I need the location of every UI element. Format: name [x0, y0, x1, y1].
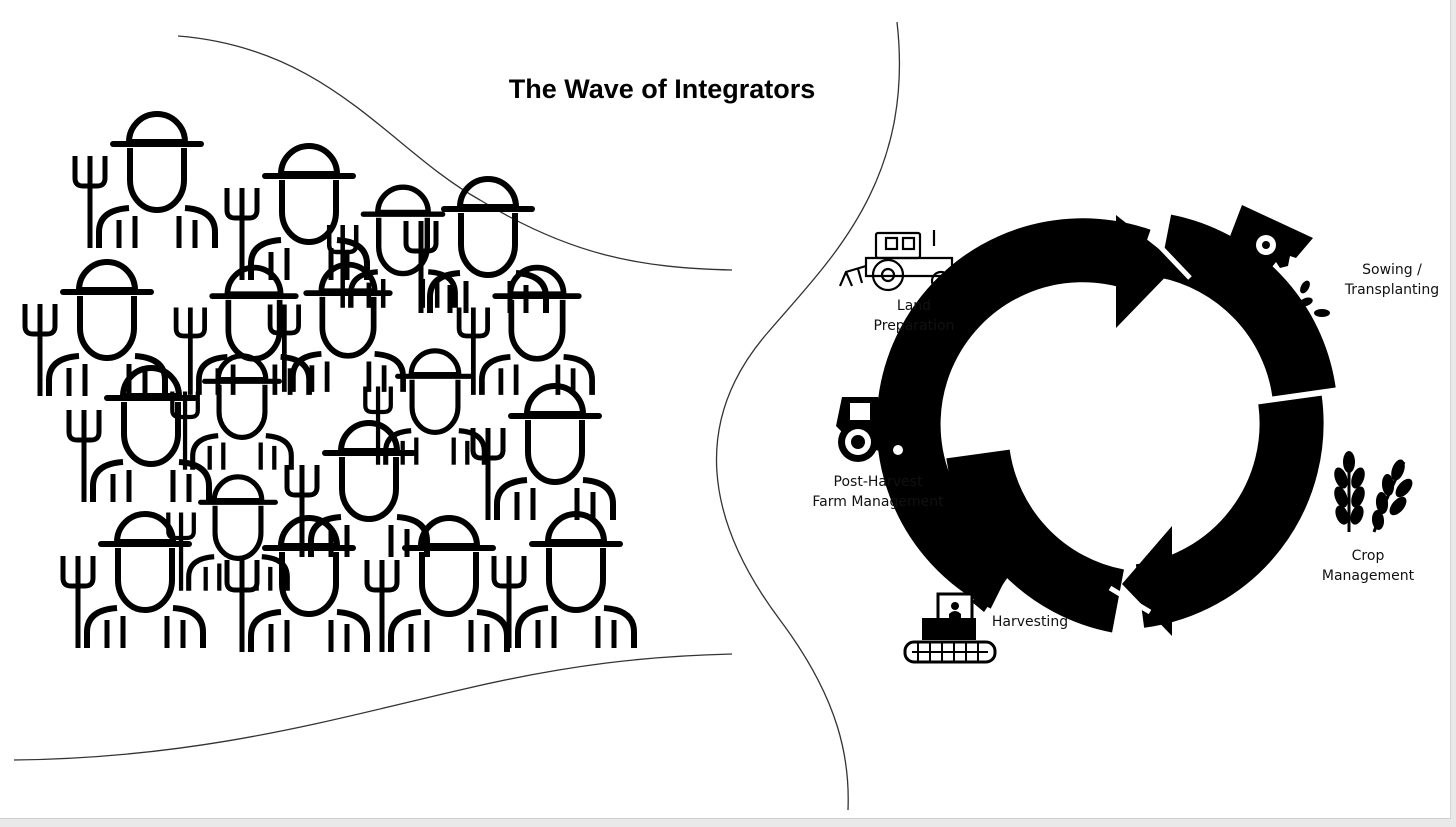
- farmer-crowd: [25, 114, 634, 652]
- wave-curve-lower: [13, 653, 733, 761]
- wave-curve-divider: [715, 21, 901, 811]
- farmer-icon: [287, 423, 427, 557]
- page-title: The Wave of Integrators: [508, 74, 816, 104]
- stage-label-sowing: Sowing / Transplanting: [1344, 262, 1440, 298]
- farmer-icon: [367, 518, 507, 652]
- farmer-icon: [227, 146, 367, 280]
- stage-label-harvesting: Harvesting: [991, 614, 1069, 630]
- wave-curve-upper: [177, 35, 733, 271]
- combine-harvester-icon: [903, 570, 1010, 664]
- farmer-icon: [25, 262, 165, 396]
- farmer-icon: [75, 114, 215, 248]
- farmer-icon: [473, 386, 613, 520]
- stage-label-post-harvest: Post-Harvest Farm Management: [812, 474, 944, 510]
- seed-packet-icon: [1224, 205, 1330, 317]
- stage-label-crop-management: Crop Management: [1321, 548, 1415, 584]
- tractor-icon: [836, 397, 912, 462]
- farmer-icon: [494, 514, 634, 648]
- wheat-icon: [1334, 451, 1413, 533]
- tractor-with-plough-icon: [838, 230, 954, 292]
- circular-arrows-icon: [876, 214, 1336, 636]
- stage-label-land-preparation: Land Preparation: [873, 298, 955, 334]
